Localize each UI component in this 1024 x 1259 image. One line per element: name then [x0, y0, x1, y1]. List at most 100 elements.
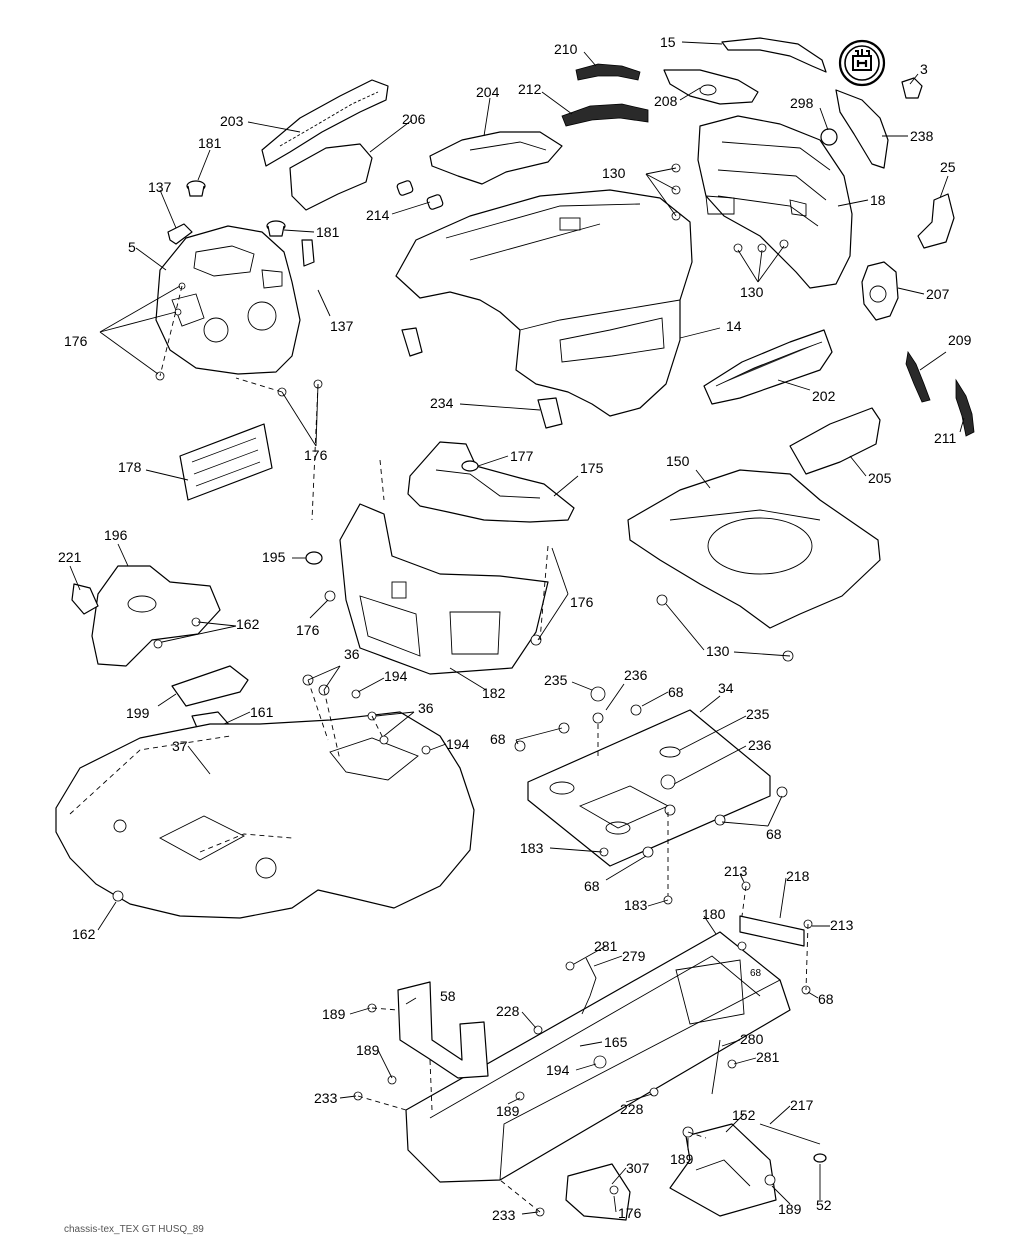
callout-181-b: 181	[316, 224, 340, 240]
part-18-front-grille-frame	[697, 115, 853, 289]
callout-205: 205	[868, 470, 892, 486]
part-217-hold-down-rod	[759, 1123, 821, 1145]
part-14-hood	[395, 189, 693, 417]
callout-183-a: 183	[520, 840, 544, 856]
callout-214: 214	[366, 207, 390, 223]
callout-68-b: 68	[490, 731, 506, 747]
callout-68-a: 68	[668, 684, 684, 700]
callout-206: 206	[402, 111, 426, 127]
callout-3: 3	[920, 61, 928, 77]
callout-176-b: 176	[304, 447, 328, 463]
callout-58: 58	[440, 988, 456, 1004]
part-280-cable	[711, 1039, 721, 1095]
callout-235-b: 235	[746, 706, 770, 722]
part-34-engine-mount-plate	[527, 709, 771, 867]
part-210-grille-strip	[575, 63, 641, 81]
callout-180: 180	[702, 906, 726, 922]
callout-194-c: 194	[546, 1062, 570, 1078]
callout-280: 280	[740, 1031, 764, 1047]
callout-161: 161	[250, 704, 274, 720]
callout-182: 182	[482, 685, 506, 701]
callout-labels: 15 3 210 208 298 238 212 204 203 206 181…	[58, 34, 972, 1223]
callout-218: 218	[786, 868, 810, 884]
callout-18: 18	[870, 192, 886, 208]
part-177-knob	[461, 460, 479, 472]
callout-162-a: 162	[236, 616, 260, 632]
callout-281-b: 281	[756, 1049, 780, 1065]
callout-14: 14	[726, 318, 742, 334]
part-175-steering-bracket	[407, 441, 575, 523]
callout-176-a: 176	[64, 333, 88, 349]
callout-236-b: 236	[748, 737, 772, 753]
callout-137-b: 137	[330, 318, 354, 334]
part-150-battery-tray	[627, 469, 881, 629]
part-234-hood-tab-a	[401, 327, 423, 357]
callout-165: 165	[604, 1034, 628, 1050]
callout-279: 279	[622, 948, 646, 964]
part-3-emblem-badge	[901, 77, 923, 99]
part-202-grille	[703, 329, 833, 405]
callout-235-a: 235	[544, 672, 568, 688]
part-178-vent-grille	[179, 423, 273, 501]
callout-212: 212	[518, 81, 542, 97]
callout-189-c: 189	[496, 1103, 520, 1119]
leader-lines	[69, 41, 965, 1215]
callout-68-c: 68	[766, 826, 782, 842]
part-181-knob-a	[186, 180, 206, 197]
part-137-clip-b	[301, 239, 315, 267]
callout-68-d: 68	[584, 878, 600, 894]
callout-238: 238	[910, 128, 934, 144]
callout-217: 217	[790, 1097, 814, 1113]
callout-213-b: 213	[830, 917, 854, 933]
callout-36-b: 36	[418, 700, 434, 716]
callout-68-e: 68	[750, 968, 762, 979]
part-37-footplate	[55, 711, 475, 919]
part-234-hood-tab-b	[537, 397, 563, 429]
callout-181-a: 181	[198, 135, 222, 151]
callout-152: 152	[732, 1107, 756, 1123]
callout-189-e: 189	[778, 1201, 802, 1217]
part-204-hood-insert	[429, 131, 563, 185]
part-137-clip-a	[167, 223, 193, 245]
callout-194-a: 194	[384, 668, 408, 684]
callout-176-c: 176	[296, 622, 320, 638]
callout-178: 178	[118, 459, 142, 475]
part-58-front-bracket	[397, 981, 489, 1079]
callout-176-e: 176	[618, 1205, 642, 1221]
callout-176-d: 176	[570, 594, 594, 610]
callout-281-a: 281	[594, 938, 618, 954]
part-214-bushings	[396, 180, 444, 210]
callout-208: 208	[654, 93, 678, 109]
part-221-decal	[71, 583, 99, 615]
part-209-grille-screen	[905, 350, 931, 403]
callout-233-b: 233	[492, 1207, 516, 1223]
callout-5: 5	[128, 239, 136, 255]
callout-209: 209	[948, 332, 972, 348]
part-279-cable	[581, 957, 597, 1015]
part-211-grille-screen	[955, 378, 975, 437]
callout-189-a: 189	[322, 1006, 346, 1022]
callout-228-b: 228	[620, 1101, 644, 1117]
part-205-deflector	[789, 407, 881, 475]
diagram-footer-id: chassis-tex_TEX GT HUSQ_89	[64, 1224, 204, 1235]
callout-189-d: 189	[670, 1151, 694, 1167]
callout-194-b: 194	[446, 736, 470, 752]
part-15-trim-strip	[721, 37, 827, 73]
part-238-side-panel	[835, 89, 889, 169]
callout-37: 37	[172, 738, 188, 754]
callout-195: 195	[262, 549, 286, 565]
callout-203: 203	[220, 113, 244, 129]
callout-211: 211	[934, 430, 957, 446]
callout-221: 221	[58, 549, 82, 565]
callout-36-a: 36	[344, 646, 360, 662]
callout-307: 307	[626, 1160, 650, 1176]
part-196-seat-cover	[91, 565, 221, 667]
callout-196: 196	[104, 527, 128, 543]
callout-130-c: 130	[706, 643, 730, 659]
callout-199: 199	[126, 705, 150, 721]
part-152-battery-box	[669, 1123, 777, 1217]
part-203-dash-strip	[261, 79, 389, 167]
part-207-light	[861, 261, 899, 321]
callout-150: 150	[666, 453, 690, 469]
part-212-grille-strip	[561, 103, 649, 127]
